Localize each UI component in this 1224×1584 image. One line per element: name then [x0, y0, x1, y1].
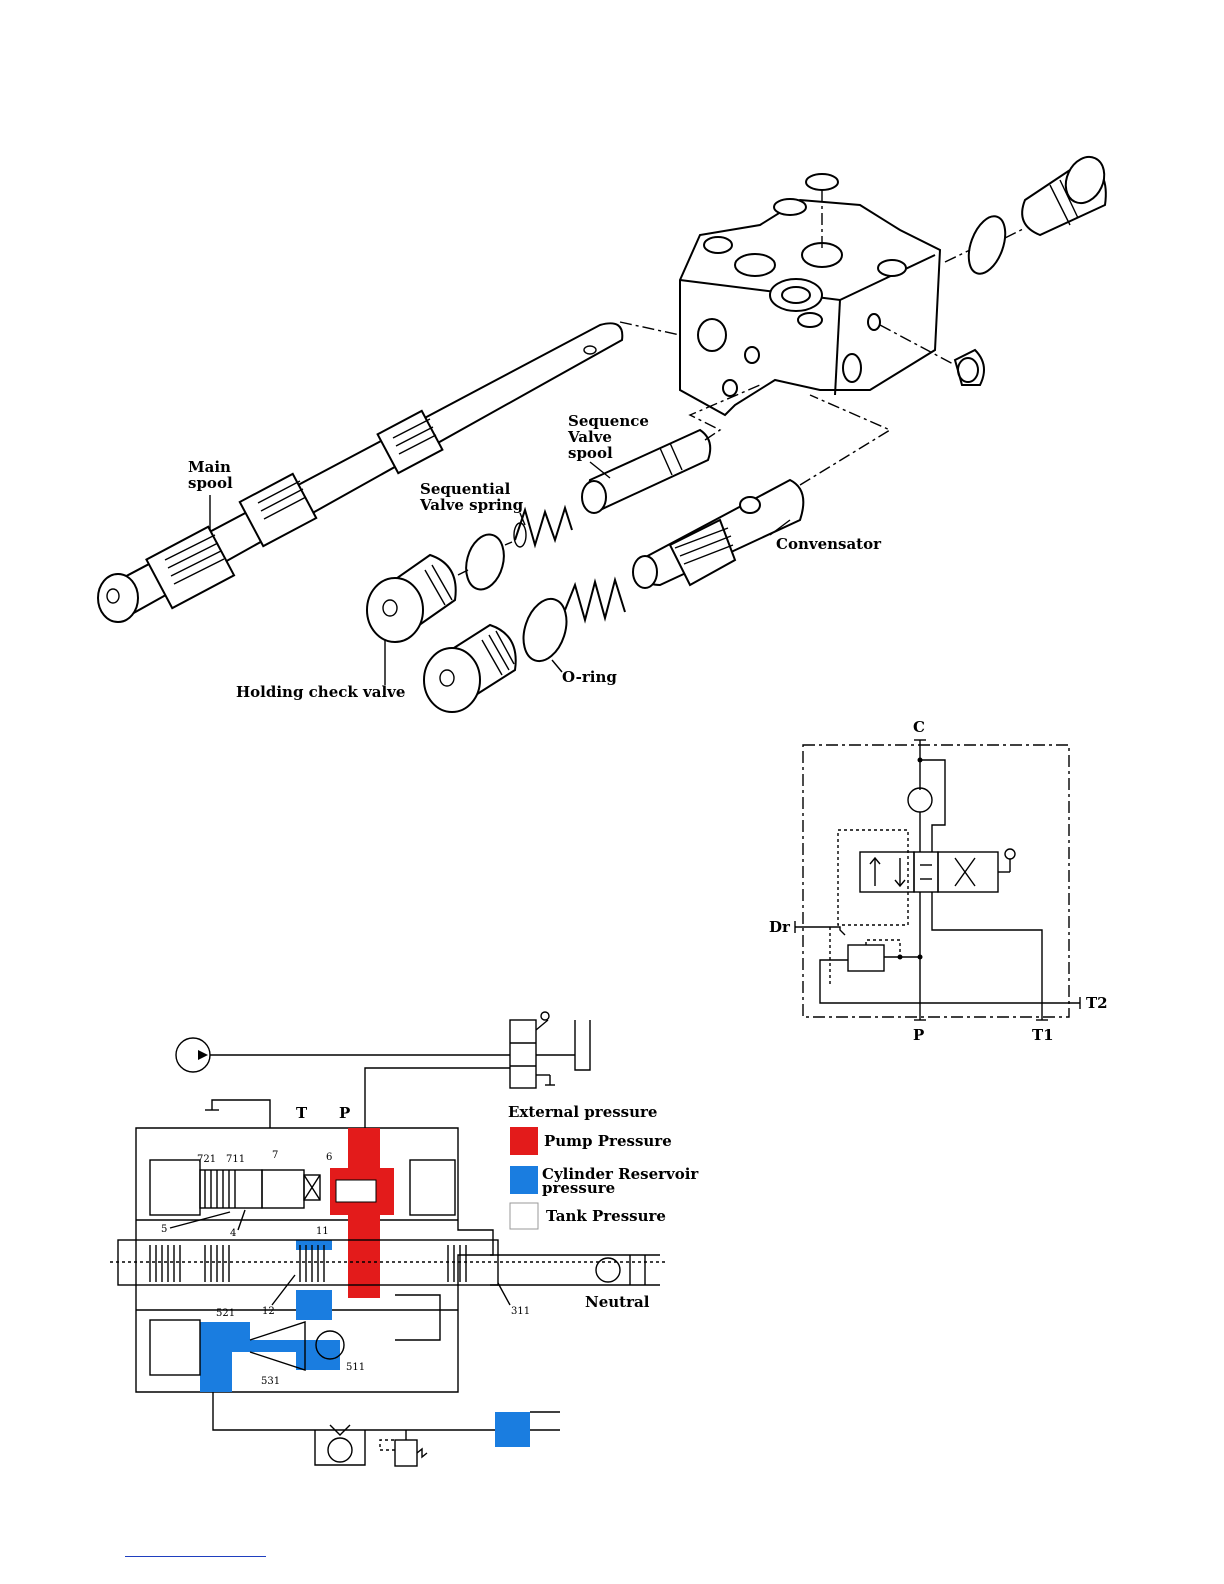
- pressure-legend: External pressure Pump Pressure Cylinder…: [508, 1103, 699, 1229]
- pn-721: 721: [197, 1154, 216, 1165]
- label-oring: O-ring: [562, 668, 617, 686]
- small-plug: [955, 350, 984, 385]
- oring-lower: [516, 593, 574, 666]
- schematic-boundary: [803, 745, 1069, 1017]
- top-oring-2: [774, 199, 806, 215]
- port-c: C: [913, 718, 925, 736]
- legend-cylinder-2: pressure: [542, 1179, 615, 1197]
- legend-swatch-tank: [510, 1203, 538, 1229]
- section-view: T P: [110, 1012, 699, 1466]
- legend-swatch-cylinder: [510, 1166, 538, 1194]
- hydraulic-schematic: C Dr T2 P T1: [769, 718, 1108, 1044]
- legend-pump: Pump Pressure: [544, 1132, 672, 1150]
- port-t: T: [296, 1104, 308, 1122]
- pump-pressure-region: [330, 1128, 394, 1298]
- exploded-view: Main spool Sequence Valve spool Sequenti…: [98, 151, 1111, 712]
- label-holding-check-valve: Holding check valve: [236, 683, 405, 701]
- label-seq-spring-2: Valve spring: [419, 496, 524, 514]
- valve-body: [680, 200, 940, 415]
- directional-valve-symbol: [860, 849, 1015, 892]
- relief-valve-symbol: [848, 945, 884, 971]
- label-compensator: Convensator: [776, 535, 882, 553]
- legend-swatch-pump: [510, 1127, 538, 1155]
- port-t2: T2: [1086, 994, 1108, 1012]
- label-sequence-spool-3: spool: [568, 444, 613, 462]
- pn-12: 12: [262, 1306, 275, 1317]
- pn-4: 4: [230, 1228, 236, 1239]
- compensator: [633, 480, 803, 588]
- right-plug: [1022, 151, 1111, 235]
- legend-tank: Tank Pressure: [546, 1207, 666, 1225]
- external-pressure-valve: [510, 1012, 590, 1088]
- port-dr: Dr: [769, 918, 791, 936]
- port-t1: T1: [1032, 1026, 1054, 1044]
- main-spool: [98, 323, 622, 622]
- cylinder-block-symbol: [495, 1412, 530, 1447]
- state-label: Neutral: [585, 1293, 650, 1311]
- label-main-spool-2: spool: [188, 474, 233, 492]
- pn-11: 11: [316, 1226, 329, 1237]
- port-p-section: P: [339, 1104, 350, 1122]
- port-p: P: [913, 1026, 924, 1044]
- holding-check-valve-upper: [367, 555, 456, 642]
- pn-6: 6: [326, 1152, 332, 1163]
- pn-521: 521: [216, 1308, 235, 1319]
- check-valve-symbol: [908, 788, 932, 812]
- pn-7: 7: [272, 1150, 278, 1161]
- pn-511: 511: [346, 1362, 365, 1373]
- pn-531: 531: [261, 1376, 280, 1387]
- right-oring: [962, 211, 1013, 278]
- pn-711: 711: [226, 1154, 245, 1165]
- footer-rule: [125, 1556, 266, 1557]
- pn-311: 311: [511, 1306, 530, 1317]
- holding-check-valve-lower: [424, 625, 516, 712]
- top-oring-1: [806, 174, 838, 190]
- compensator-spring: [565, 580, 625, 620]
- pn-5: 5: [161, 1224, 167, 1235]
- legend-title: External pressure: [508, 1103, 657, 1121]
- oring-upper: [460, 530, 509, 593]
